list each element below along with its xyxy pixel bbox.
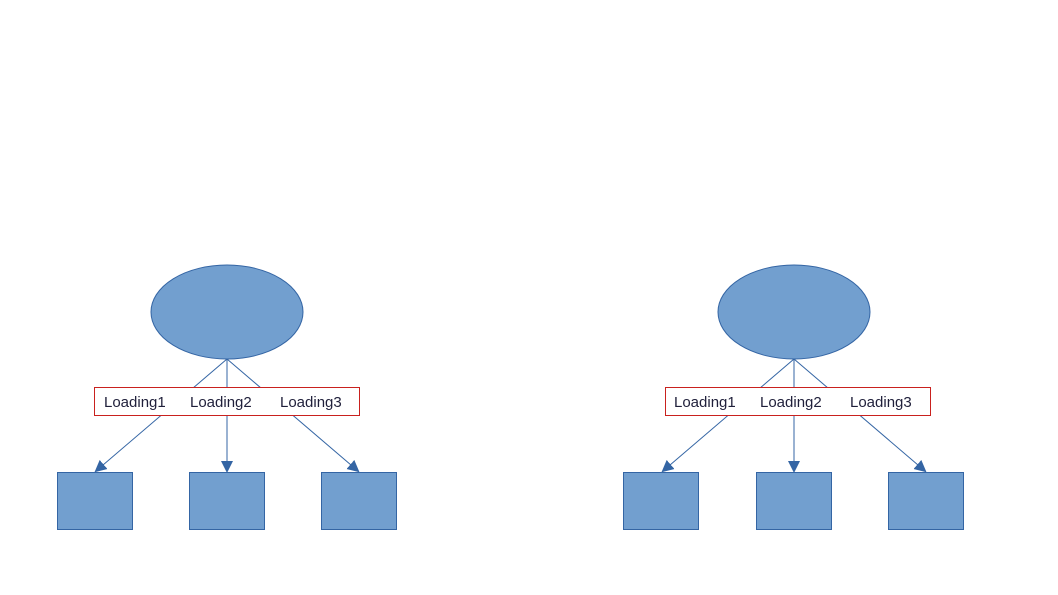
loading-label-1: Loading1 xyxy=(104,394,166,411)
factor-diagram-1: Loading1 Loading2 Loading3 xyxy=(57,264,397,530)
indicator-box-1[interactable] xyxy=(57,472,133,530)
loading-label-3: Loading3 xyxy=(850,394,912,411)
loadings-label-box xyxy=(94,387,360,416)
latent-factor-ellipse[interactable] xyxy=(717,264,871,360)
latent-factor-ellipse[interactable] xyxy=(150,264,304,360)
loading-label-2: Loading2 xyxy=(190,394,252,411)
indicator-box-2[interactable] xyxy=(756,472,832,530)
loading-label-2: Loading2 xyxy=(760,394,822,411)
loadings-label-box xyxy=(665,387,931,416)
loading-label-3: Loading3 xyxy=(280,394,342,411)
loading-label-1: Loading1 xyxy=(674,394,736,411)
indicator-box-3[interactable] xyxy=(321,472,397,530)
factor-diagram-2: Loading1 Loading2 Loading3 xyxy=(623,264,964,530)
indicator-box-3[interactable] xyxy=(888,472,964,530)
indicator-box-2[interactable] xyxy=(189,472,265,530)
indicator-box-1[interactable] xyxy=(623,472,699,530)
